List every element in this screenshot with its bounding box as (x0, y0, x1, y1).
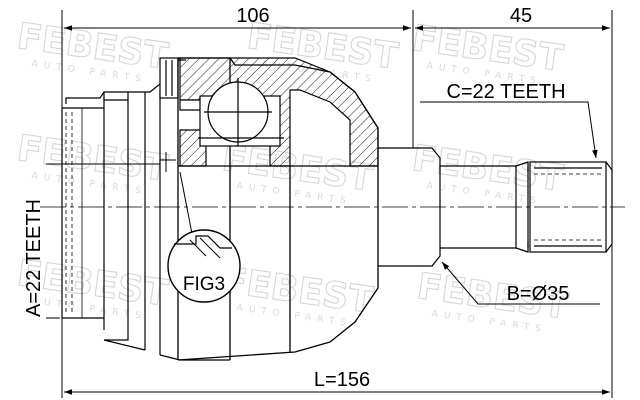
dimension-top-right: 45 (510, 5, 532, 27)
inner-spline-section (61, 98, 105, 330)
overall-length-label: L=156 (314, 369, 370, 391)
boot-clamp (65, 57, 230, 361)
stem-shaft (378, 147, 613, 267)
teeth-c-label: C=22 TEETH (446, 81, 565, 103)
dimension-top-left: 106 (236, 5, 269, 27)
diameter-b-label: B=Ø35 (507, 283, 570, 305)
fig3-callout: FIG3 (167, 229, 241, 303)
fig3-label: FIG3 (183, 274, 225, 295)
teeth-a-label: A=22 TEETH (23, 199, 45, 317)
ball-cage (198, 78, 284, 147)
